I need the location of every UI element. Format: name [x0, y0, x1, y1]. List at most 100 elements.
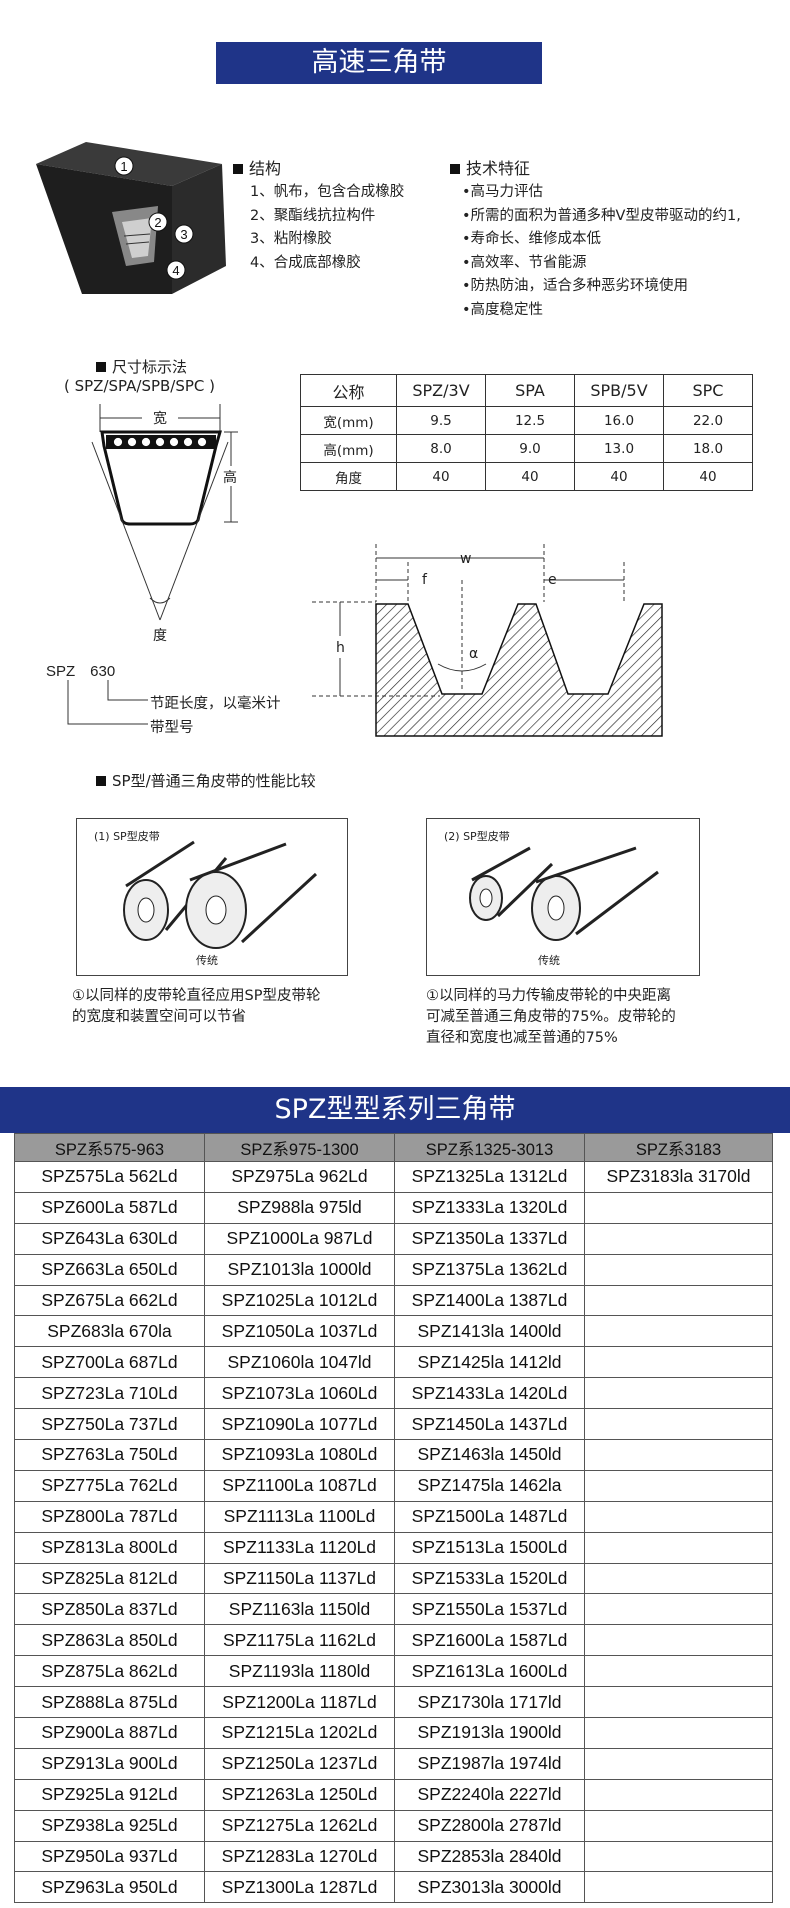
belt-code: SPZ 630 [46, 663, 116, 680]
table-cell [584, 1840, 773, 1873]
table-cell: SPZ1150La 1137Ld [204, 1562, 395, 1595]
table-cell: SPZ1025La 1012Ld [204, 1284, 395, 1317]
series-title: SPZ型型系列三角带 [0, 1087, 790, 1133]
table-cell [584, 1377, 773, 1410]
compare-left-label: (1) SP型皮带 [94, 829, 160, 843]
table-cell: SPZ1533La 1520Ld [394, 1562, 585, 1595]
v-belt-dimension-diagram: 宽 高 度 [91, 404, 238, 644]
table-cell: SPZ1513La 1500Ld [394, 1531, 585, 1564]
table-cell: SPZ1090La 1077Ld [204, 1408, 395, 1441]
groove-w-label: w [460, 551, 471, 567]
table-cell: SPZ1193la 1180ld [204, 1655, 395, 1688]
groove-e-label: e [548, 572, 557, 588]
groove-h-label: h [336, 640, 345, 656]
table-cell: SPZ723La 710Ld [14, 1377, 205, 1410]
table-cell: SPZ1375La 1362Ld [394, 1253, 585, 1286]
table-cell [584, 1284, 773, 1317]
table-cell: SPZ1730la 1717ld [394, 1686, 585, 1719]
table-cell: SPZ2240la 2227ld [394, 1778, 585, 1811]
table-cell [584, 1686, 773, 1719]
square-bullet-icon [233, 164, 243, 174]
table-cell: SPZ1433La 1420Ld [394, 1377, 585, 1410]
table-cell [584, 1346, 773, 1379]
table-cell [584, 1500, 773, 1533]
table-cell [584, 1809, 773, 1842]
table-cell: SPZ1300La 1287Ld [204, 1871, 395, 1904]
table-cell: SPZ900La 887Ld [14, 1717, 205, 1749]
table-cell: SPZ1350La 1337Ld [394, 1222, 585, 1255]
table-cell: SPZ600La 587Ld [14, 1191, 205, 1224]
table-cell [584, 1315, 773, 1348]
table-cell: SPZ1987la 1974ld [394, 1747, 585, 1780]
groove-f-label: f [422, 572, 428, 588]
table-cell: SPZ775La 762Ld [14, 1469, 205, 1502]
width-label: 宽 [153, 410, 167, 427]
series-header-cell: SPZ系575-963 [14, 1133, 205, 1162]
table-cell: SPZ1500La 1487Ld [394, 1500, 585, 1533]
structure-list: 1、帆布，包含合成橡胶 2、聚酯线抗拉构件 3、粘附橡胶 4、合成底部橡胶 [250, 184, 405, 271]
table-cell: SPZ1250La 1237Ld [204, 1747, 395, 1780]
code-note-type: 带型号 [150, 720, 194, 736]
table-cell [584, 1717, 773, 1749]
table-cell: SPZ1550La 1537Ld [394, 1593, 585, 1626]
table-cell: SPZ683la 670la [14, 1315, 205, 1348]
table-cell [584, 1747, 773, 1780]
table-cell [584, 1531, 773, 1564]
code-note-length: 节距长度，以毫米计 [150, 696, 281, 712]
table-cell: SPZ988la 975ld [204, 1191, 395, 1224]
table-cell: SPZ1100La 1087Ld [204, 1469, 395, 1502]
table-cell: SPZ2853la 2840ld [394, 1840, 585, 1873]
table-cell: SPZ1283La 1270Ld [204, 1840, 395, 1873]
table-cell: SPZ963La 950Ld [14, 1871, 205, 1904]
series-header-row: SPZ系575-963 SPZ系975-1300 SPZ系1325-3013 S… [14, 1133, 773, 1162]
table-cell: SPZ813La 800Ld [14, 1531, 205, 1564]
compare-right-sub: 传统 [538, 954, 560, 967]
table-cell [584, 1191, 773, 1224]
compare-right-caption: ①以同样的马力传输皮带轮的中央距离 可减至普通三角皮带的75%。皮带轮的 直径和… [426, 988, 676, 1046]
table-cell: SPZ888La 875Ld [14, 1686, 205, 1719]
compare-illustration-left: (1) SP型皮带 传统 [76, 818, 348, 976]
table-cell: SPZ3013la 3000ld [394, 1871, 585, 1904]
callout-2: 2 [154, 215, 161, 230]
table-cell: SPZ850La 837Ld [14, 1593, 205, 1626]
square-bullet-icon [96, 776, 106, 786]
table-cell [584, 1408, 773, 1441]
table-cell: SPZ2800la 2787ld [394, 1809, 585, 1842]
table-cell: SPZ1425la 1412ld [394, 1346, 585, 1379]
table-cell: SPZ643La 630Ld [14, 1222, 205, 1255]
series-table: SPZ系575-963 SPZ系975-1300 SPZ系1325-3013 S… [14, 1133, 773, 1904]
table-cell: SPZ1113La 1100Ld [204, 1500, 395, 1533]
table-cell: SPZ913La 900Ld [14, 1747, 205, 1780]
callout-4: 4 [172, 263, 179, 278]
callout-3: 3 [180, 227, 187, 242]
table-cell [584, 1778, 773, 1811]
table-cell: SPZ663La 650Ld [14, 1253, 205, 1286]
code-leader-lines [67, 680, 148, 725]
belt-structure-illustration: 1 2 3 4 [36, 142, 226, 294]
table-cell [584, 1253, 773, 1286]
table-cell [584, 1439, 773, 1471]
height-label: 高 [223, 469, 237, 486]
table-cell: SPZ1333La 1320Ld [394, 1191, 585, 1224]
table-cell [584, 1593, 773, 1626]
